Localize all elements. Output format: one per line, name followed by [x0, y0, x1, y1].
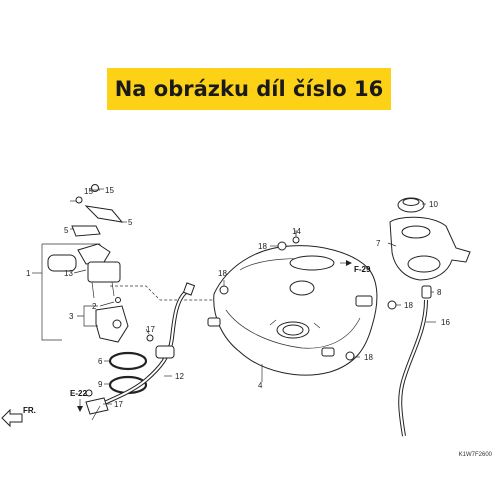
hose-clamp: [155, 345, 175, 359]
front-label: FR.: [23, 406, 36, 415]
front-direction: FR.: [1, 406, 36, 428]
pump-plate: [95, 305, 129, 343]
front-arrow-icon: [1, 408, 23, 428]
callout-18-right: 18: [404, 301, 413, 310]
breather-tube-16: [398, 299, 428, 437]
callout-5-left: 5: [64, 226, 69, 235]
tank-pump-opening: [276, 321, 310, 339]
banner-title: Na obrázku díl číslo 16: [114, 77, 384, 101]
callout-17-lower: 17: [114, 400, 123, 409]
callout-15-left: 15: [84, 187, 93, 196]
filler-group: [389, 197, 471, 437]
callout-12: 12: [175, 372, 184, 381]
ref-f29-label: F-29: [354, 265, 371, 274]
callout-18-left: 18: [218, 269, 227, 278]
bolt-18-d: [345, 351, 355, 361]
fuel-tank: [213, 245, 378, 376]
tank-filler-neck: [289, 280, 315, 296]
bolt-18-a: [277, 241, 287, 251]
callout-2: 2: [92, 302, 97, 311]
ref-e22: E-22: [70, 389, 87, 412]
callout-6: 6: [98, 357, 103, 366]
diagram-code: K1W7F2600: [459, 452, 493, 458]
callout-14: 14: [292, 227, 301, 236]
bracket-5-lower: [71, 225, 101, 237]
callout-3: 3: [69, 312, 74, 321]
hose-connector: [85, 397, 109, 415]
callout-4: 4: [258, 381, 263, 390]
ref-f29: F-29: [340, 260, 371, 274]
callout-17-upper: 17: [146, 325, 155, 334]
callout-15-right: 15: [105, 186, 114, 195]
callout-8: 8: [437, 288, 442, 297]
filler-housing: [389, 216, 471, 281]
callout-labels: 15 15 15 5 5 1 13 2 3 6 9 17 17 12 14 18…: [26, 186, 450, 409]
fuel-pump-group: [41, 184, 231, 415]
gasket-ring: [108, 351, 148, 371]
pump-body: [87, 261, 121, 283]
part-number-banner: Na obrázku díl číslo 16: [107, 68, 391, 110]
callout-7: 7: [376, 239, 381, 248]
callout-1: 1: [26, 269, 31, 278]
callout-18-bottom: 18: [364, 353, 373, 362]
callout-5-right: 5: [128, 218, 133, 227]
callout-9: 9: [98, 380, 103, 389]
pump-head: [77, 243, 111, 265]
bolt-18-b: [219, 285, 229, 295]
bolt-15-left: [75, 196, 83, 204]
tube-8-clamp: [421, 285, 432, 299]
leader-lines: [32, 188, 436, 421]
bracket-5-top: [84, 205, 124, 223]
pump-clip: [115, 297, 121, 303]
callout-10: 10: [429, 200, 438, 209]
bolt-14: [292, 236, 300, 244]
tank-top-rim: [289, 255, 335, 271]
callout-18-top: 18: [258, 242, 267, 251]
callout-13: 13: [64, 269, 73, 278]
callout-16: 16: [441, 318, 450, 327]
bolt-18-c: [387, 300, 397, 310]
fuel-filter: [47, 254, 77, 272]
clip-17: [146, 334, 154, 342]
fuel-tank-group: [207, 230, 397, 376]
ref-e22-label: E-22: [70, 389, 87, 398]
